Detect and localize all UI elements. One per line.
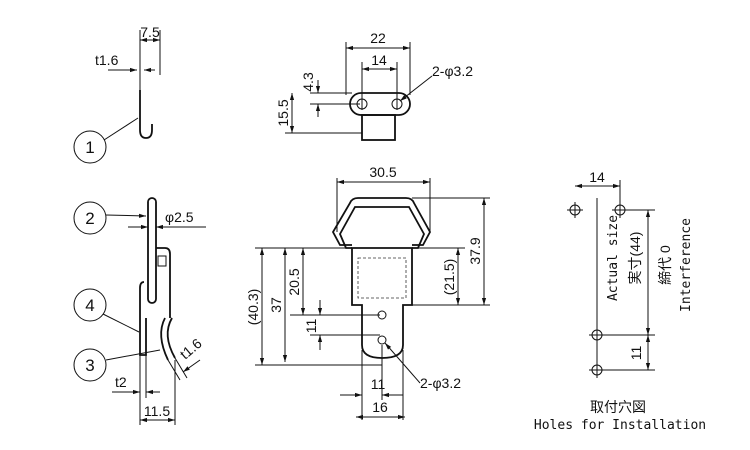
dim-rod-diameter: φ2.5 — [165, 209, 194, 225]
part-number-3: 3 — [85, 356, 94, 375]
part-number-2: 2 — [85, 209, 94, 228]
dim-22: 22 — [370, 30, 386, 46]
holes-label-top: 2-φ3.2 — [432, 63, 473, 79]
dim-37-9: 37.9 — [467, 237, 483, 264]
dim-30-5: 30.5 — [369, 164, 396, 180]
part-callout-4 — [73, 288, 107, 322]
dim-14: 14 — [371, 52, 387, 68]
dim-20-5: 20.5 — [286, 268, 302, 295]
front-view: 30.5 37.9 (21.5) (40.3) 37 20.5 11 11 16… — [245, 164, 490, 420]
dim-21-5: (21.5) — [441, 259, 457, 296]
dim-37: 37 — [268, 297, 284, 313]
installation-title-en: Holes for Installation — [534, 418, 706, 433]
side-view: 2 4 3 φ2.5 t2 11.5 t1.6 — [73, 197, 206, 425]
plate-top-view: 22 14 4.3 15.5 2-φ3.2 — [275, 30, 473, 141]
dim-t1-6: t1.6 — [95, 52, 119, 68]
installation-title-jp: 取付穴図 — [590, 399, 646, 415]
part-callout-3 — [73, 348, 107, 382]
dim-t1-6-side: t1.6 — [177, 335, 205, 362]
interference-en: Interference — [679, 218, 694, 312]
part-callout-2 — [73, 201, 107, 235]
hook-top-view: 7.5 t1.6 1 — [73, 24, 161, 164]
dim-11-5: 11.5 — [144, 403, 170, 419]
dim-11-vertical: 11 — [303, 319, 319, 334]
part-number-4: 4 — [85, 296, 94, 315]
actual-size-en: Actual size — [606, 215, 621, 301]
holes-label-front: 2-φ3.2 — [420, 375, 461, 391]
part-callout-1 — [73, 130, 107, 164]
install-dim-11: 11 — [628, 346, 644, 361]
part-number-1: 1 — [85, 138, 94, 157]
dim-40-3: (40.3) — [245, 289, 261, 326]
dim-16: 16 — [372, 399, 388, 415]
dim-7-5: 7.5 — [140, 24, 160, 40]
install-dim-14: 14 — [589, 169, 605, 185]
dim-15-5: 15.5 — [275, 99, 291, 126]
actual-size-jp: 実寸(44) — [627, 232, 643, 285]
interference-jp: 締代 0 — [657, 245, 673, 285]
dim-11-horizontal: 11 — [371, 376, 386, 392]
dim-t2: t2 — [115, 374, 127, 390]
dim-4-3: 4.3 — [300, 72, 316, 92]
installation-holes: 14 11 Actual size 実寸(44) 締代 0 Interferen… — [534, 169, 706, 433]
